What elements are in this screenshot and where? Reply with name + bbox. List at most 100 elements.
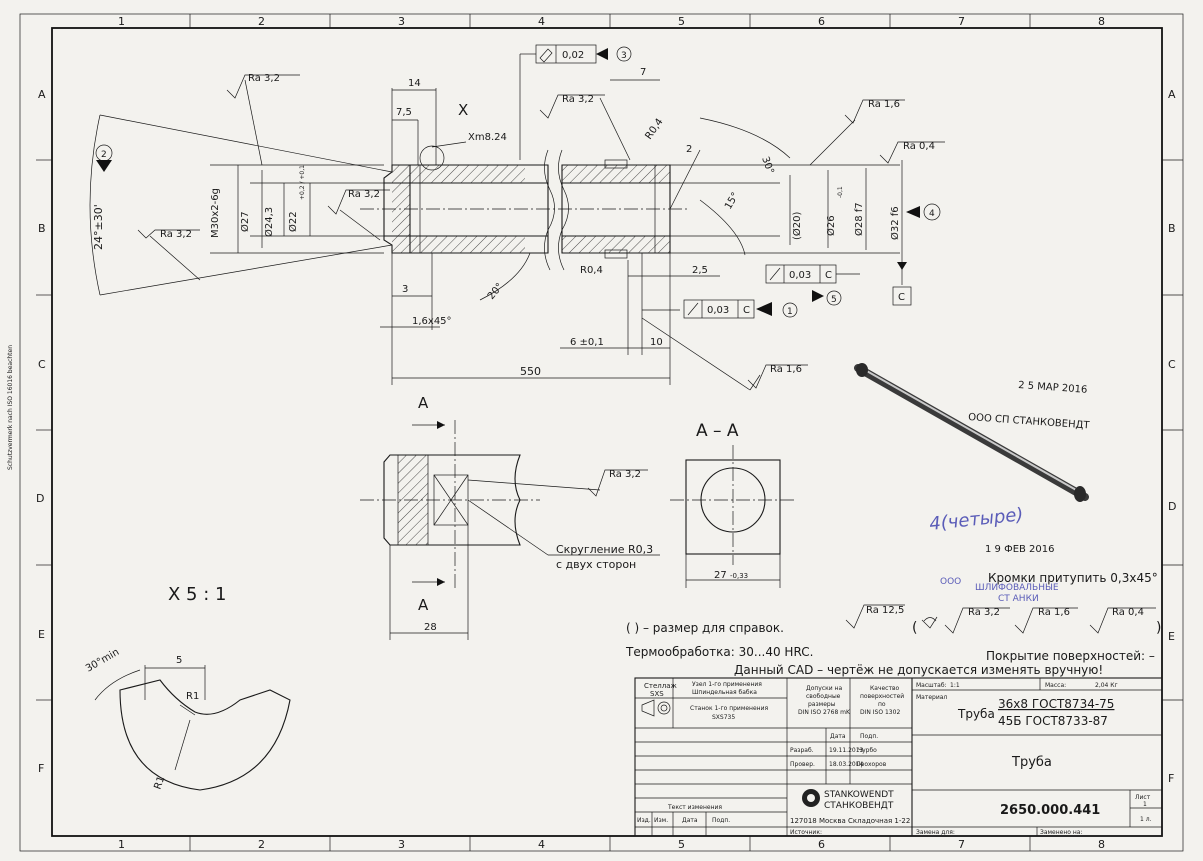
detail-r1: R1	[186, 691, 199, 702]
tb-chk-name: Прохоров	[856, 761, 887, 768]
tb-shelf-label: Стеллаж	[644, 682, 678, 690]
tb-replaced-by: Заменено на:	[1040, 829, 1082, 836]
tb-dev-name: Чурбо	[858, 747, 877, 754]
tol-datum: C	[825, 270, 832, 281]
rounding-note-2: с двух сторон	[556, 558, 636, 571]
tb-mass-value: 2,04 Кг	[1095, 682, 1118, 689]
dim-7: 7	[640, 67, 646, 78]
inner-frame	[51, 27, 1163, 837]
section-a-bottom: A	[418, 596, 429, 614]
tolerance-frames: 0,02 3 0,03 C 5 0,03 C 1 C 2 4	[95, 44, 941, 319]
col-label: 8	[1098, 15, 1105, 28]
dim-d22-tol: +0,2 / +0,1	[299, 165, 306, 200]
protection-note: Schutzvermerk nach ISO 16016 beachten	[7, 345, 14, 470]
tb-machine-label: Станок 1-го применения	[690, 705, 768, 712]
dim-d27: Ø27	[239, 211, 251, 232]
company-logo	[802, 789, 820, 807]
tb-source: Источник:	[790, 829, 822, 836]
stamp-dept-2: СТ АНКИ	[998, 594, 1039, 604]
dim-550: 550	[520, 365, 541, 378]
dim-d243: Ø24,3	[263, 207, 275, 237]
tb-scale-value: 1:1	[950, 682, 960, 689]
side-view: A A 28 Скругление R0,3 с двух сторон	[360, 394, 660, 640]
ra-mark: Ra 1,6	[770, 364, 802, 375]
tol-value: 0,03	[789, 270, 811, 281]
col-label: 2	[258, 838, 265, 851]
detail-view: X 5 : 1 5 30°min R1 R1	[84, 584, 291, 791]
tb-tol: свободные	[806, 693, 841, 700]
dim-28: 28	[424, 622, 437, 633]
dim-chamfer: 1,6x45°	[412, 316, 452, 327]
row-label: F	[1168, 772, 1174, 785]
tb-unit-label: Узел 1-го применения	[692, 681, 762, 688]
note-edges: Кромки притупить 0,3x45°	[988, 571, 1158, 585]
tb-tol: DIN ISO 2768 mK	[798, 709, 851, 716]
datum-c: C	[898, 292, 905, 303]
dim-10: 10	[650, 337, 663, 348]
column-grid: 1 2 3 4 5 6 7 8 1 2 3 4 5 6 7 8	[118, 14, 1105, 851]
roughness-marks: Ra 3,2 Ra 3,2 Ra 3,2 Ra 3,2 Ra 1,6 Ra 0,…	[137, 73, 945, 497]
paren-close: )	[1156, 620, 1161, 636]
dim-2-5: 2,5	[692, 265, 708, 276]
tol-datum: C	[743, 305, 750, 316]
ra-mark: Ra 3,2	[562, 94, 594, 105]
tb-material-1: 36x8 ГОСТ8734-75	[998, 697, 1114, 711]
detail-scale: X 5 : 1	[168, 584, 226, 605]
row-label: B	[38, 222, 46, 235]
paren-open: (	[912, 620, 917, 636]
tb-date-header: Дата	[830, 733, 846, 740]
col-label: 3	[398, 15, 405, 28]
ra-alt: Ra 0,4	[1112, 607, 1144, 618]
tol-mark: 2	[101, 150, 107, 160]
tb-address: 127018 Москва Складочная 1-22	[790, 817, 910, 825]
tol-value: 0,03	[707, 305, 729, 316]
tb-qual: по	[878, 701, 886, 708]
col-label: 4	[538, 838, 545, 851]
dim-6: 6 ±0,1	[570, 337, 604, 348]
tb-sheets: 1 л.	[1140, 816, 1152, 823]
row-label: E	[38, 628, 45, 641]
tol-mark: 3	[621, 51, 627, 61]
dim-30deg: 30°	[759, 155, 775, 175]
tol-mark: 1	[787, 307, 793, 317]
detail-angle: 30°min	[84, 647, 121, 675]
title-block: Стеллаж SXS Узел 1-го применения Шпиндел…	[634, 677, 1163, 837]
tb-replace-for: Замена для:	[916, 829, 955, 836]
projection-icon	[641, 699, 671, 717]
tb-mass-label: Масса:	[1045, 682, 1066, 689]
col-label: 2	[258, 15, 265, 28]
row-label: C	[38, 358, 46, 371]
tb-shelf-value: SXS	[650, 690, 664, 698]
row-label: A	[1168, 88, 1176, 101]
ra-mark: Ra 3,2	[248, 73, 280, 84]
tb-col: Изм.	[654, 817, 668, 824]
tb-qual: поверхностей	[860, 693, 904, 700]
dim-d26-tol: -0,1	[837, 186, 844, 198]
row-label: E	[1168, 630, 1175, 643]
row-label: F	[38, 762, 44, 775]
tb-company-cyrillic: СТАНКОВЕНДТ	[824, 801, 894, 811]
dim-5: 5	[176, 655, 182, 666]
tb-material-label: Материал	[916, 694, 947, 701]
dim-d20: (Ø20)	[791, 212, 803, 240]
note-cad: Данный CAD – чертёж не допускается измен…	[734, 663, 1103, 677]
col-label: 6	[818, 838, 825, 851]
tb-qual: Качество	[870, 685, 900, 692]
tb-col: Дата	[682, 817, 698, 824]
tol-value: 0,02	[562, 50, 584, 61]
tb-sign-header: Подп.	[860, 733, 878, 740]
tb-doc-number: 2650.000.441	[1000, 803, 1100, 818]
tb-changes: Текст изменения	[667, 804, 722, 811]
ra-general: Ra 12,5	[866, 605, 904, 616]
tb-sheet-num: 1	[1143, 801, 1147, 808]
tb-scale-label: Масштаб:	[916, 682, 947, 689]
dim-27-tol: -0,33	[730, 572, 748, 580]
stamp-date: 2 5 МАР 2016	[1018, 380, 1088, 396]
col-label: 8	[1098, 838, 1105, 851]
tb-col: Изд.	[637, 817, 651, 824]
row-label: A	[38, 88, 46, 101]
handwritten-count: 4(четыре)	[928, 504, 1024, 535]
row-grid: A B C D E F A B C D E F	[36, 88, 1183, 785]
tb-tol: Допуски на	[806, 685, 842, 692]
tb-col: Подп.	[712, 817, 730, 824]
